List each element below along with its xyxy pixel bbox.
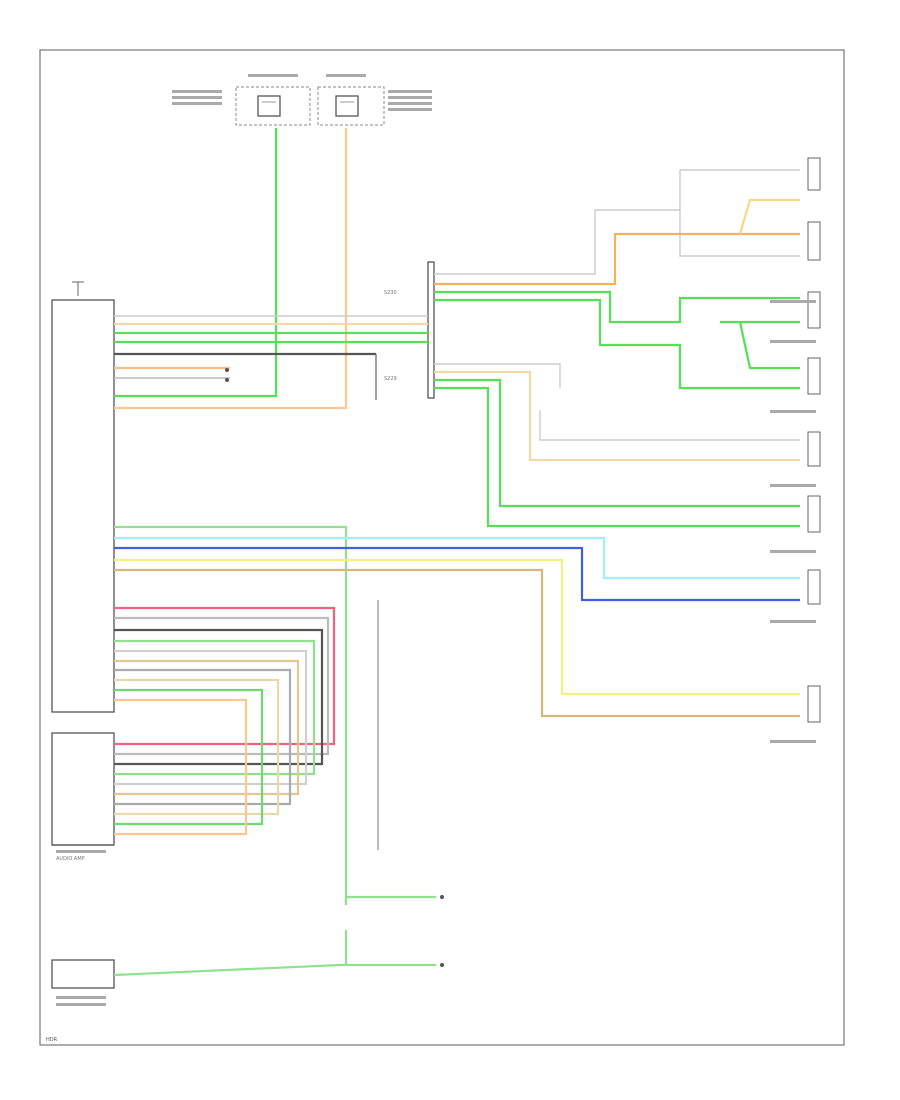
wire-green-bottom2 (113, 963, 436, 977)
wire-orange-top (114, 128, 348, 410)
wire-gray-h2 (114, 649, 308, 786)
wire-pink-1 (114, 606, 336, 746)
wire-green-top (114, 128, 278, 398)
splice-right-label: S229 (384, 376, 397, 382)
wire-green-lr2 (434, 386, 800, 528)
connector-pins (225, 368, 444, 967)
radio-module (51, 299, 115, 713)
label-blocks (56, 74, 816, 1006)
wire-tan-h2 (114, 678, 280, 816)
top-fuse-boxes (235, 86, 385, 126)
diagram-frame (39, 49, 845, 1046)
wire-gray-rr2 (539, 410, 800, 441)
wire-cyan (114, 536, 800, 580)
footer-label: HDR (46, 1037, 58, 1043)
wire-gray-h3 (114, 668, 292, 806)
splice-left-label: S230 (384, 290, 397, 296)
speaker-connectors (807, 157, 821, 723)
wire-gray-rf1 (434, 169, 800, 275)
wire-tan-rr (434, 370, 800, 462)
wire-orange-rf (434, 232, 800, 286)
module-bottom-label: AUDIO AMP (56, 856, 85, 862)
wire-green-rf4 (738, 321, 800, 370)
wire-orange-h1 (114, 698, 248, 836)
wire-dark-h1 (114, 628, 324, 766)
splice-pack (427, 261, 435, 399)
wire-green-bottom1 (344, 895, 436, 905)
wire-tan-2 (114, 568, 800, 718)
wire-gray-h1 (114, 616, 330, 756)
wire-gray-rr (434, 363, 561, 388)
wire-yellow-rf (738, 198, 800, 235)
wire-green-rf2 (434, 298, 800, 390)
amp-module (51, 732, 115, 846)
wire-tan-h1 (114, 659, 300, 796)
wire-green-h1 (114, 639, 316, 776)
lower-left-connector (51, 959, 115, 989)
wire-yellow (114, 558, 800, 696)
wire-gray-rf2 (679, 210, 800, 257)
antenna-icon (72, 281, 84, 296)
wire-green-lr1 (434, 378, 800, 508)
wire-green-h2 (114, 688, 264, 826)
wire-green-rf1 (434, 290, 800, 324)
wire-green-bus (114, 525, 348, 905)
wire-blue (114, 546, 800, 602)
